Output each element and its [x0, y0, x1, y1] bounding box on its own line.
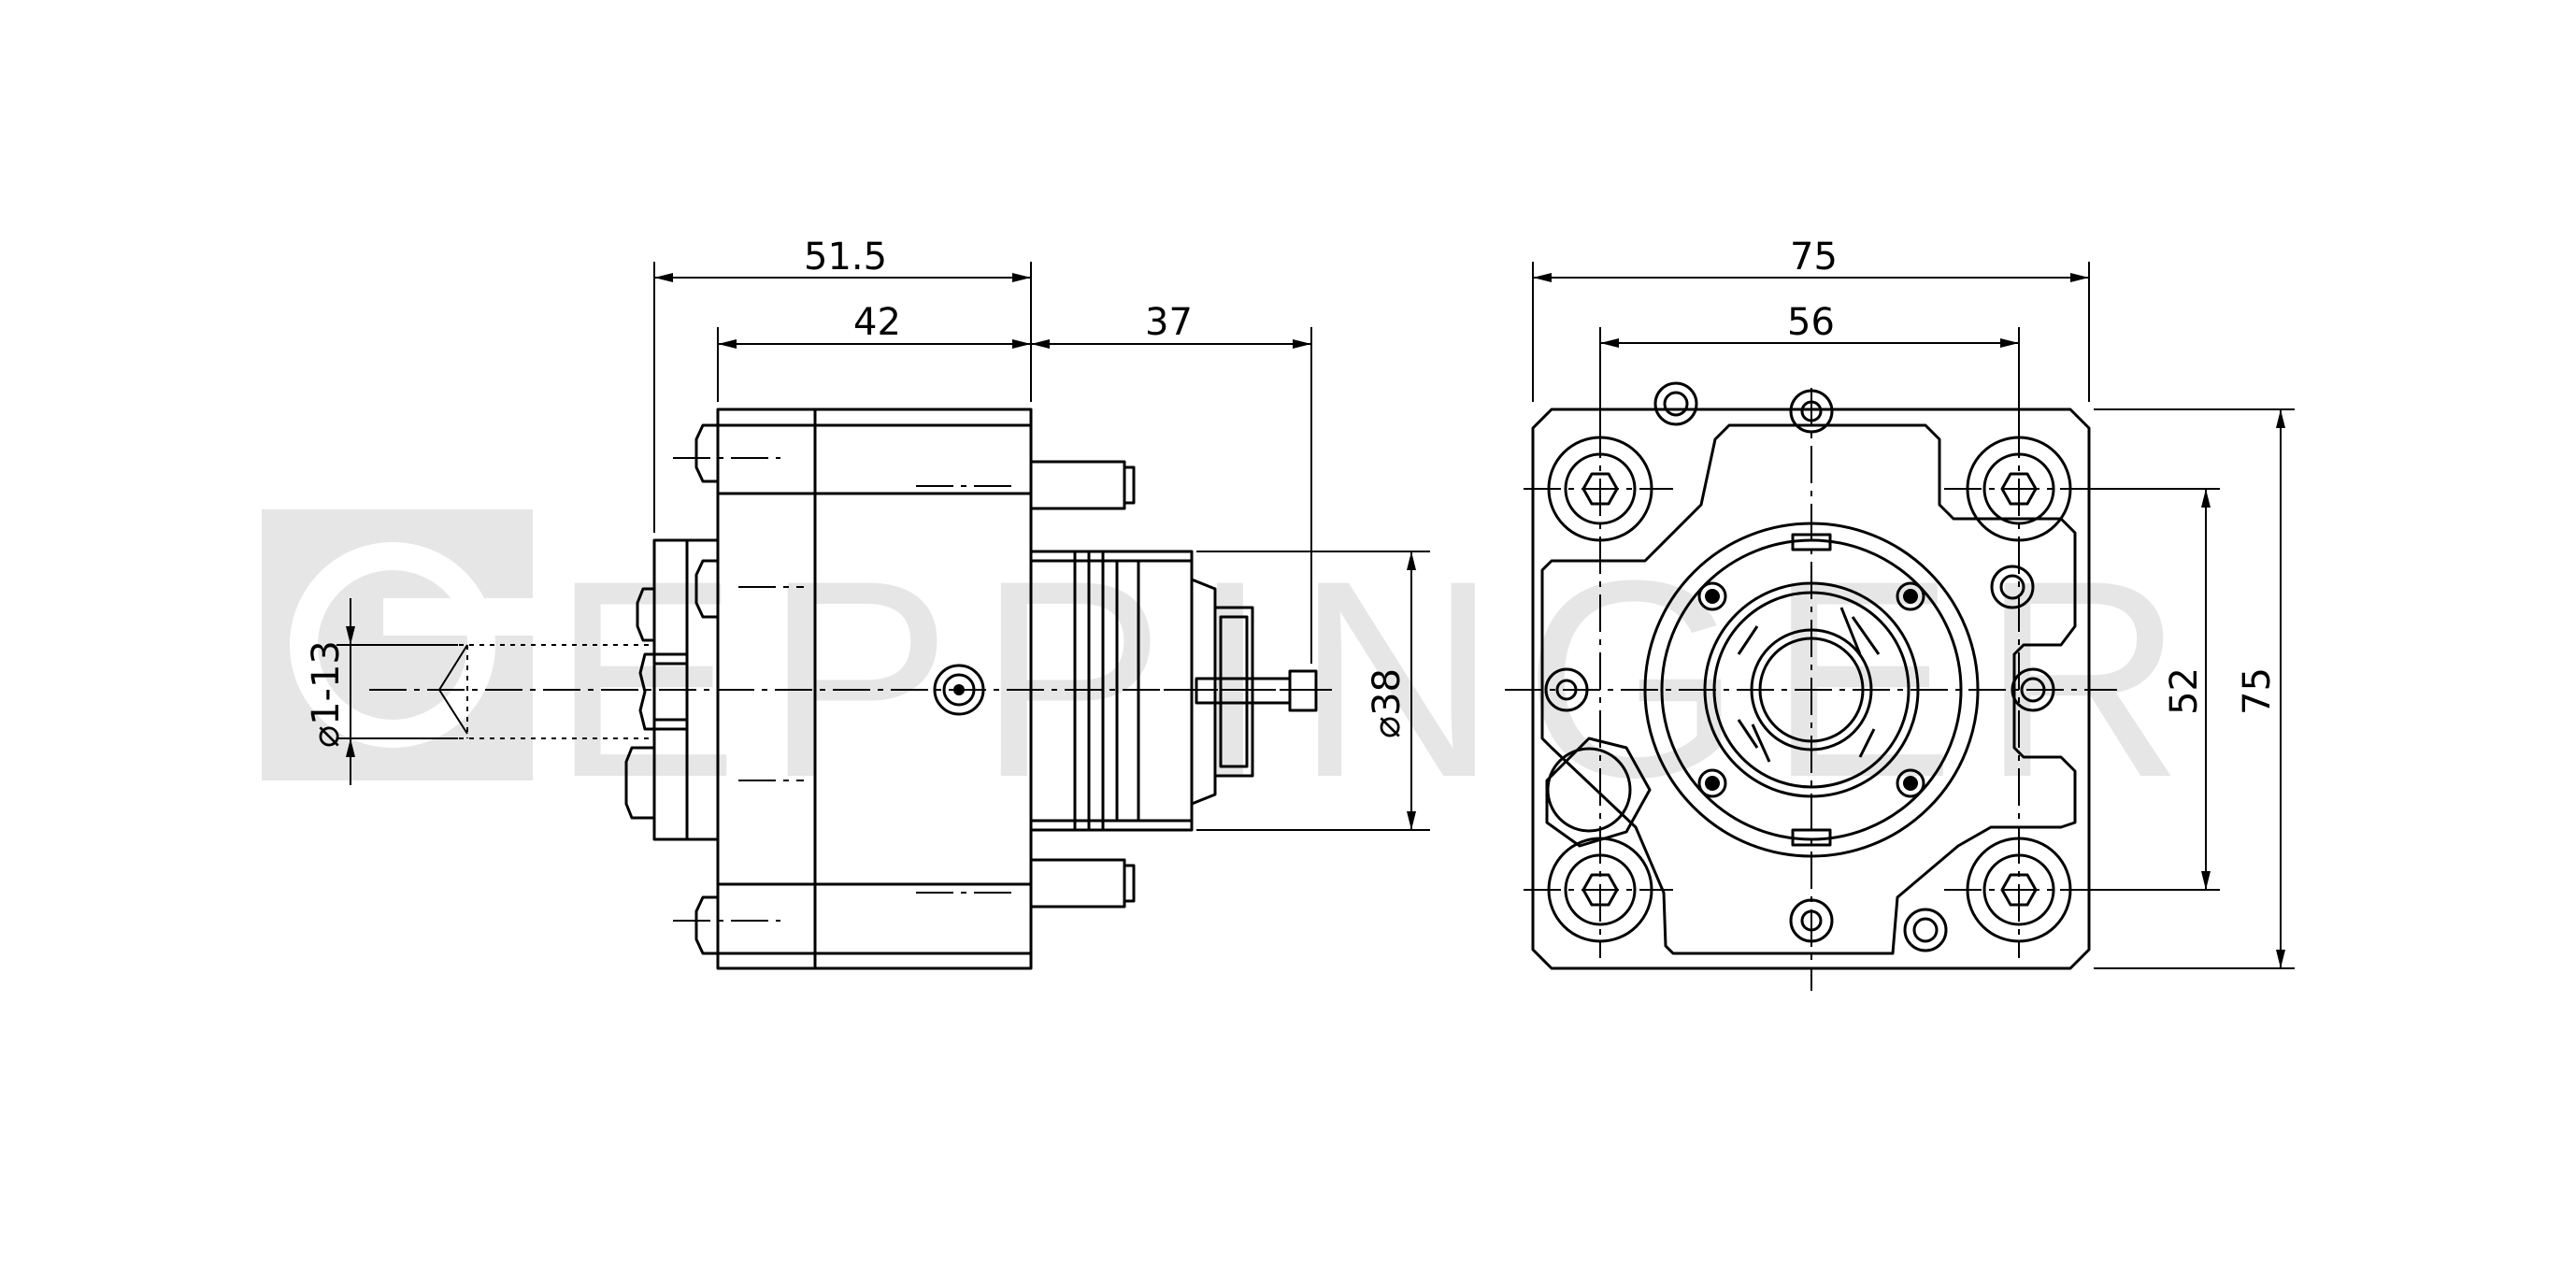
front-dimensions: 75 56 52 75 — [1532, 236, 2295, 969]
dim-bolt-spacing-horizontal: 56 — [1787, 301, 1835, 344]
dim-body-length: 42 — [853, 301, 901, 344]
dim-bolt-spacing-vertical: 52 — [2163, 667, 2206, 715]
dim-collet-range: ⌀1-13 — [305, 640, 348, 748]
dim-width-total: 75 — [1790, 236, 1838, 279]
collet-tip — [437, 644, 468, 735]
front-inner-housing — [1540, 423, 2077, 955]
side-dimensions: 51.5 42 37 ⌀38 ⌀1-13 — [305, 236, 1430, 831]
side-flange — [624, 423, 718, 955]
front-plate — [1531, 408, 2091, 970]
side-view: 51.5 42 37 ⌀38 ⌀1-13 — [305, 236, 1430, 970]
dim-spindle-diameter: ⌀38 — [1366, 668, 1409, 738]
front-coolant-nozzle — [1545, 737, 1652, 848]
front-nut-holes — [1697, 581, 1925, 798]
dim-spindle-length: 37 — [1145, 301, 1193, 344]
dim-total-length: 51.5 — [804, 236, 887, 279]
dim-height-total: 75 — [2236, 667, 2279, 715]
side-bolts — [1029, 460, 1136, 909]
front-view: 75 56 52 75 — [1505, 236, 2295, 991]
